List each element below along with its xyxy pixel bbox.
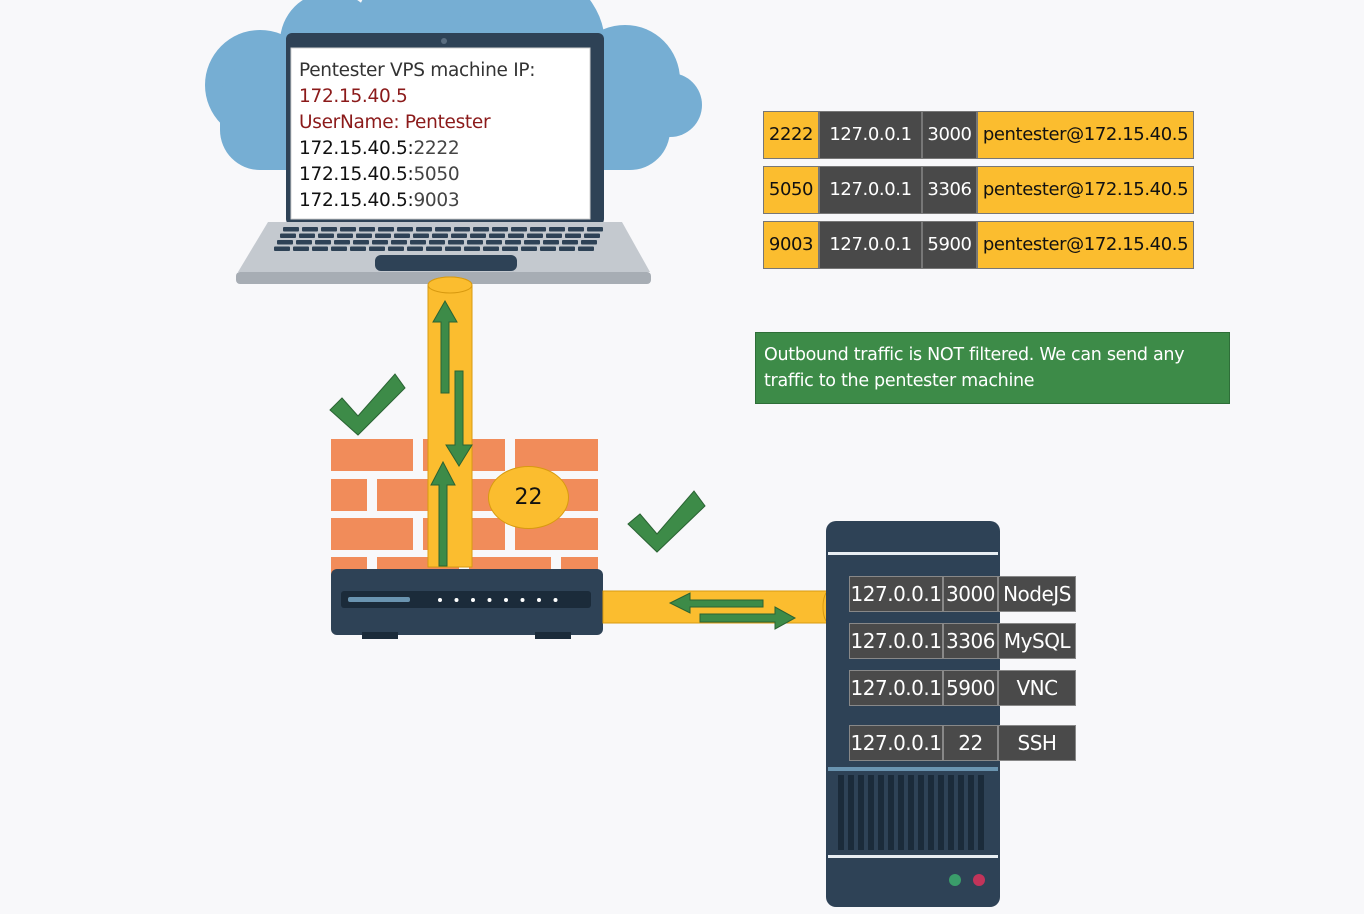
service-port: 5900 (943, 670, 998, 706)
forward-host: 127.0.0.1 (819, 166, 922, 214)
vps-endpoint: 172.15.40.5:2222 (299, 136, 584, 162)
laptop-screen-text: Pentester VPS machine IP: 172.15.40.5 Us… (299, 58, 584, 214)
service-port: 3306 (943, 623, 998, 659)
vps-label: Pentester VPS machine IP: (299, 60, 536, 81)
ssh-target: pentester@172.15.40.5 (977, 166, 1194, 214)
checkmark-icon (329, 373, 406, 436)
service-host: 127.0.0.1 (849, 725, 943, 761)
endpoint-port: 9003 (413, 190, 460, 211)
checkmark-icon (627, 490, 706, 553)
vertical-tunnel-front (427, 276, 473, 568)
endpoint-ip: 172.15.40.5: (299, 190, 414, 211)
local-port: 2222 (763, 111, 819, 159)
remote-port: 3000 (922, 111, 977, 159)
remote-port: 3306 (922, 166, 977, 214)
ssh-target: pentester@172.15.40.5 (977, 221, 1194, 269)
port-forward-row: 9003 127.0.0.1 5900 pentester@172.15.40.… (763, 221, 1194, 269)
service-host: 127.0.0.1 (849, 623, 943, 659)
local-port: 5050 (763, 166, 819, 214)
vps-endpoint: 172.15.40.5:9003 (299, 188, 584, 214)
service-name: MySQL (998, 623, 1076, 659)
vps-username: UserName: Pentester (299, 112, 491, 133)
vps-ip: 172.15.40.5 (299, 86, 408, 107)
endpoint-ip: 172.15.40.5: (299, 138, 414, 159)
vps-endpoint: 172.15.40.5:5050 (299, 162, 584, 188)
local-port: 9003 (763, 221, 819, 269)
service-row: 127.0.0.1 3000 NodeJS (849, 576, 1076, 612)
port-forward-table: 2222 127.0.0.1 3000 pentester@172.15.40.… (763, 111, 1194, 276)
ssh-target: pentester@172.15.40.5 (977, 111, 1194, 159)
forward-host: 127.0.0.1 (819, 221, 922, 269)
forward-host: 127.0.0.1 (819, 111, 922, 159)
service-port: 3000 (943, 576, 998, 612)
service-row: 127.0.0.1 5900 VNC (849, 670, 1076, 706)
service-name: NodeJS (998, 576, 1076, 612)
endpoint-ip: 172.15.40.5: (299, 164, 414, 185)
router-icon (331, 569, 603, 639)
service-name: SSH (998, 725, 1076, 761)
port-forward-row: 5050 127.0.0.1 3306 pentester@172.15.40.… (763, 166, 1194, 214)
service-row: 127.0.0.1 3306 MySQL (849, 623, 1076, 659)
port-forward-row: 2222 127.0.0.1 3000 pentester@172.15.40.… (763, 111, 1194, 159)
endpoint-port: 2222 (413, 138, 460, 159)
server-icon (826, 521, 1000, 907)
endpoint-port: 5050 (413, 164, 460, 185)
service-row: 127.0.0.1 22 SSH (849, 725, 1076, 761)
open-port-badge: 22 (488, 466, 569, 529)
service-port: 22 (943, 725, 998, 761)
service-host: 127.0.0.1 (849, 670, 943, 706)
laptop-icon (236, 33, 651, 284)
horizontal-arrows (668, 592, 797, 630)
remote-port: 5900 (922, 221, 977, 269)
outbound-note: Outbound traffic is NOT filtered. We can… (755, 332, 1230, 404)
vertical-arrows (430, 299, 473, 567)
service-host: 127.0.0.1 (849, 576, 943, 612)
service-name: VNC (998, 670, 1076, 706)
